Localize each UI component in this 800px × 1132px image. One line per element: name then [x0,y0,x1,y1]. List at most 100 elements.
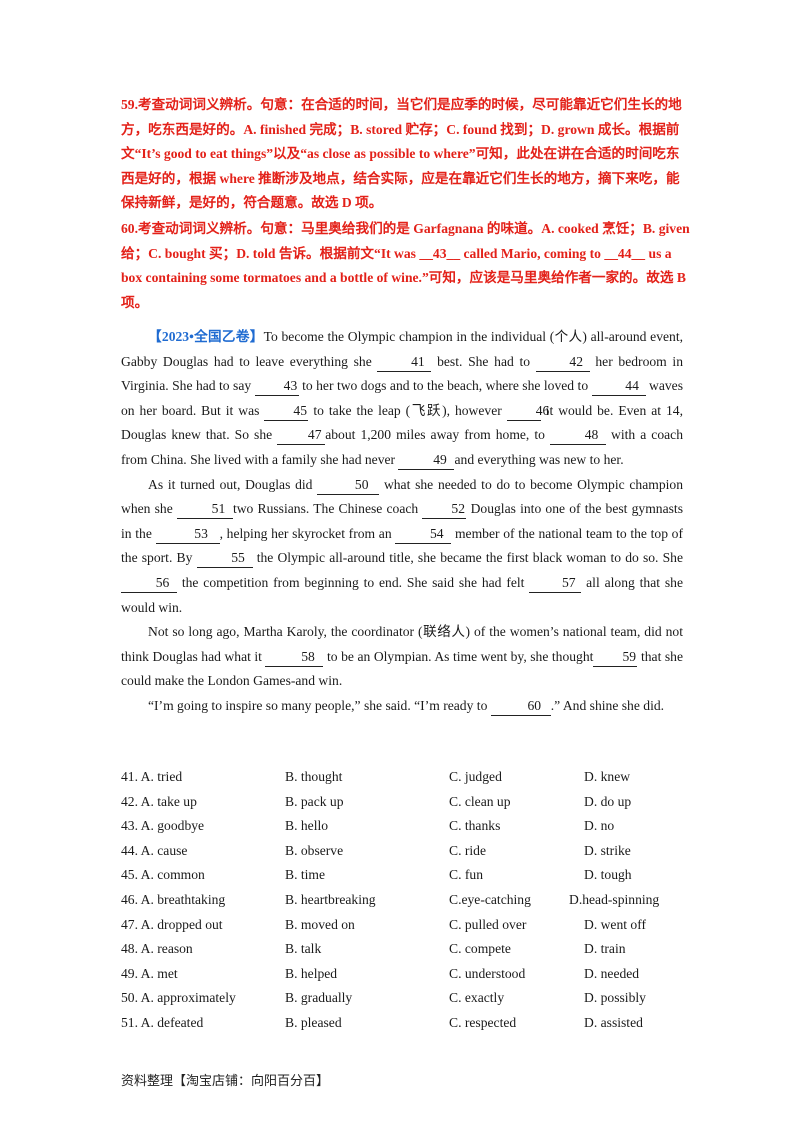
text: about 1,200 miles away from home, to [325,427,550,443]
text: two Russians. The Chinese coach [232,501,423,517]
option: 43. A. goodbye [121,818,205,834]
blank-53: 53 [155,525,220,544]
text: waves on her board. But it was [121,378,684,418]
text: .” And shine she did. [550,697,665,713]
option: C. respected [449,1014,517,1030]
option-row-44: 44. A. cause B. observe C. ride D. strike [121,839,681,864]
blank-41: 41 [377,353,432,372]
blank-57: 57 [529,574,582,593]
text: member of the national team to the top o… [121,525,683,566]
text: her bedroom in Virginia. She had to say [121,353,683,394]
text: the Olympic all-around title, she became… [252,550,683,566]
option: C. compete [449,941,511,957]
option: B. thought [285,769,343,784]
blank-58: 58 [265,648,324,667]
option: C.eye-catching [449,891,531,907]
option: 46. A. breathtaking [121,891,226,907]
blank-45: 45 [264,402,309,421]
paragraph-1: 【2023•全国乙卷】To become the Olympic champio… [121,325,683,473]
text: As it turned out, Douglas did [148,476,318,492]
option: 47. A. dropped out [121,916,223,932]
option: C. judged [449,769,502,784]
option: D. needed [584,965,640,981]
explanation-59: 59.考查动词词义辨析。句意：在合适的时间，当它们是应季的时候，尽可能靠近它们生… [121,93,691,216]
blank-42: 42 [535,353,590,372]
blank-60: 60 [490,697,551,716]
option: B. helped [285,965,338,981]
text: it would be. Even at 14, Douglas knew th… [121,402,683,443]
option: D. strike [584,842,631,858]
paragraph-4: “I’m going to inspire so many people,” s… [121,694,683,719]
text: to be an Olympian. As time went by, she … [323,648,594,664]
option: B. moved on [285,916,355,932]
option-row-51: 51. A. defeated B. pleased C. respected D. … [121,1011,681,1036]
text: that she could make the London Games-and… [121,648,683,689]
explanation-59-text: 59.考查动词词义辨析。句意：在合适的时间，当它们是应季的时候，尽可能靠近它们生… [121,97,682,211]
text: what she needed to do to become Olympic … [121,476,683,517]
option: D. do up [584,793,632,809]
option: D. tough [584,867,632,883]
option: B. hello [285,818,329,834]
text: to her two dogs and to the beach, where … [298,378,592,394]
option: D.head-spinning [569,891,660,907]
option: C. understood [449,965,526,981]
paragraph-3: Not so long ago, Martha Karoly, the coor… [121,620,683,694]
option: B. heartbreaking [285,891,376,907]
option: B. observe [285,842,344,858]
cloze-passage: 【2023•全国乙卷】To become the Olympic champio… [121,325,683,719]
text: Not so long ago, Martha Karoly, the coor… [121,624,683,664]
option: B. time [285,867,326,883]
blank-44: 44 [591,377,646,397]
explanation-60: 60.考查动词词义辨析。句意：马里奥给我们的是 Garfagnana 的味道。A… [121,217,691,315]
option: D. went off [584,916,647,932]
option: D. train [584,941,626,957]
text: the competition from beginning to end. S… [177,574,530,590]
option-row-49: 49. A. met B. helped C. understood D. neede… [121,962,681,987]
option-row-46: 46. A. breathtaking B. heartbreaking C.eye… [121,888,681,913]
option: 49. A. met [121,965,178,981]
text: to take the leap (飞跃), however [308,402,507,418]
option: C. ride [449,842,486,858]
text: “I’m going to inspire so many people,” s… [148,697,491,713]
text: , helping her skyrocket from an [219,525,396,541]
option: D. knew [584,769,631,784]
blank-47: 47 [277,426,326,446]
page-footer: 资料整理【淘宝店铺：向阳百分百】 [121,1074,330,1089]
option: C. thanks [449,818,501,834]
option: 41. A. tried [121,769,183,784]
answer-options: 41. A. tried B. thought C. judged D. knew 4… [121,765,681,1036]
blank-50: 50 [317,476,380,495]
option: D. possibly [584,990,646,1006]
blank-51: 51 [176,500,233,520]
option-row-47: 47. A. dropped out B. moved on C. pulled o… [121,913,681,938]
option: B. pack up [285,793,344,809]
option-row-43: 43. A. goodbye B. hello C. thanks D. no [121,814,681,839]
blank-46: 46 [506,402,549,421]
blank-52: 52 [422,500,467,520]
text: Douglas into one of the best gymnasts in… [121,501,683,541]
option: 42. A. take up [121,793,197,809]
exam-source-tag: 【2023•全国乙卷】 [148,329,264,344]
option: 51. A. defeated [121,1014,204,1030]
option: C. clean up [449,793,511,809]
option: D. no [584,818,615,834]
option: C. pulled over [449,916,527,932]
text: with a coach from China. She lived with … [121,427,683,467]
text: and everything was new to her. [454,451,624,467]
blank-49: 49 [398,451,455,470]
blank-59: 59 [593,648,638,667]
option: C. exactly [449,990,505,1006]
option: 50. A. approximately [121,990,236,1006]
option: B. pleased [285,1014,342,1030]
option-row-41: 41. A. tried B. thought C. judged D. knew [121,765,681,790]
option: 44. A. cause [121,842,188,858]
paragraph-2: As it turned out, Douglas did 50 what sh… [121,473,683,621]
option: D. assisted [584,1014,643,1030]
blank-56: 56 [121,574,177,593]
text: To become the Olympic champion in the in… [121,329,684,369]
blank-48: 48 [549,426,606,446]
text: best. She had to [431,353,536,369]
